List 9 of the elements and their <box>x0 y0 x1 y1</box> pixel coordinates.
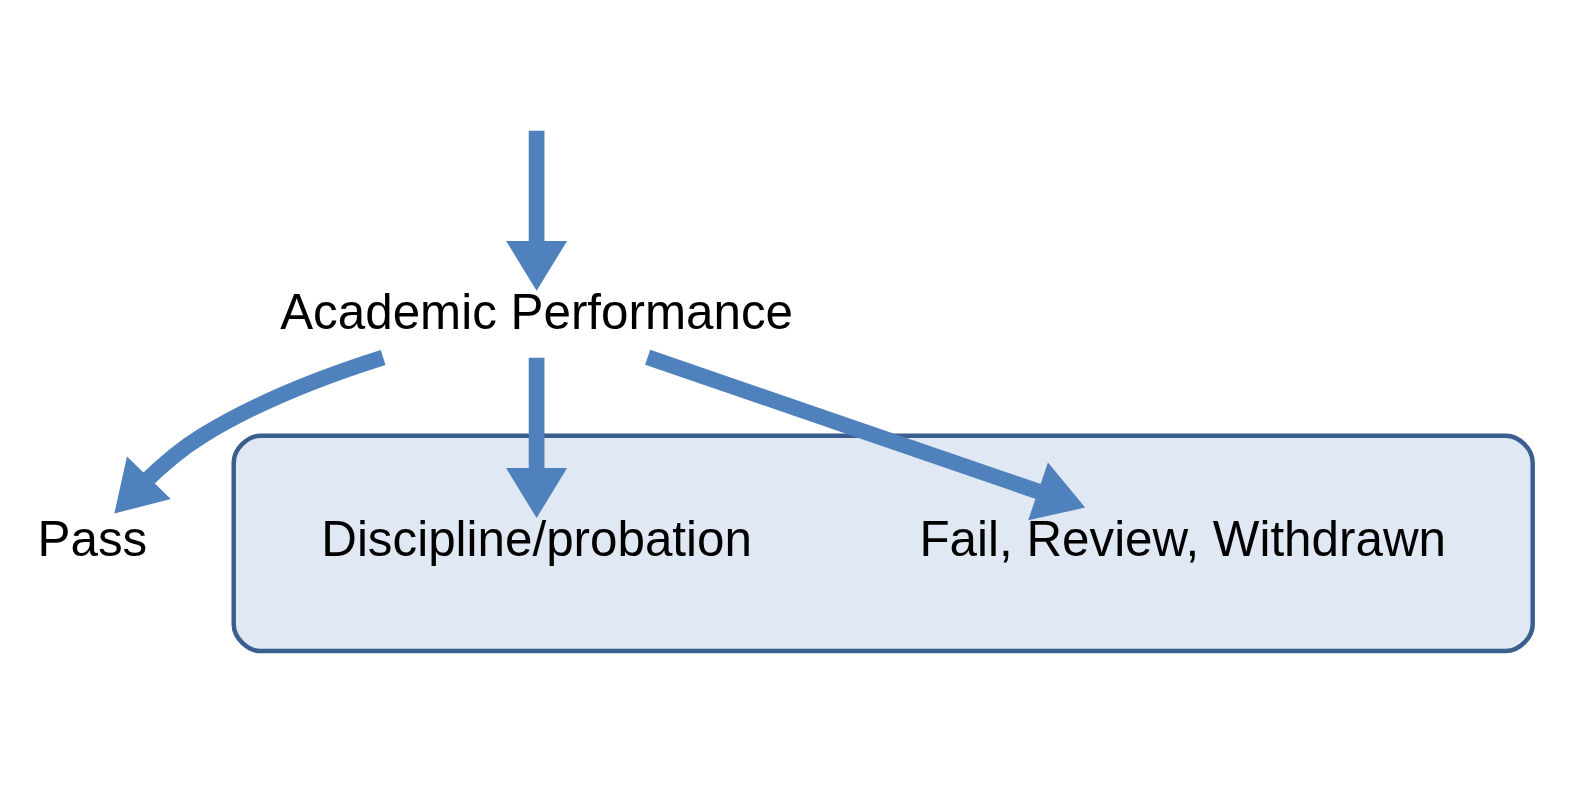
node-text: Fail, Review, Withdrawn <box>919 510 1446 566</box>
arrow <box>506 130 568 291</box>
arrow <box>645 349 1086 520</box>
node-text: Pass <box>37 510 148 566</box>
arrow <box>114 349 386 514</box>
cluster <box>231 432 1535 653</box>
node-text: Discipline/probation <box>321 510 752 566</box>
arrow <box>506 357 568 518</box>
node-text: Academic Performance <box>280 283 794 339</box>
